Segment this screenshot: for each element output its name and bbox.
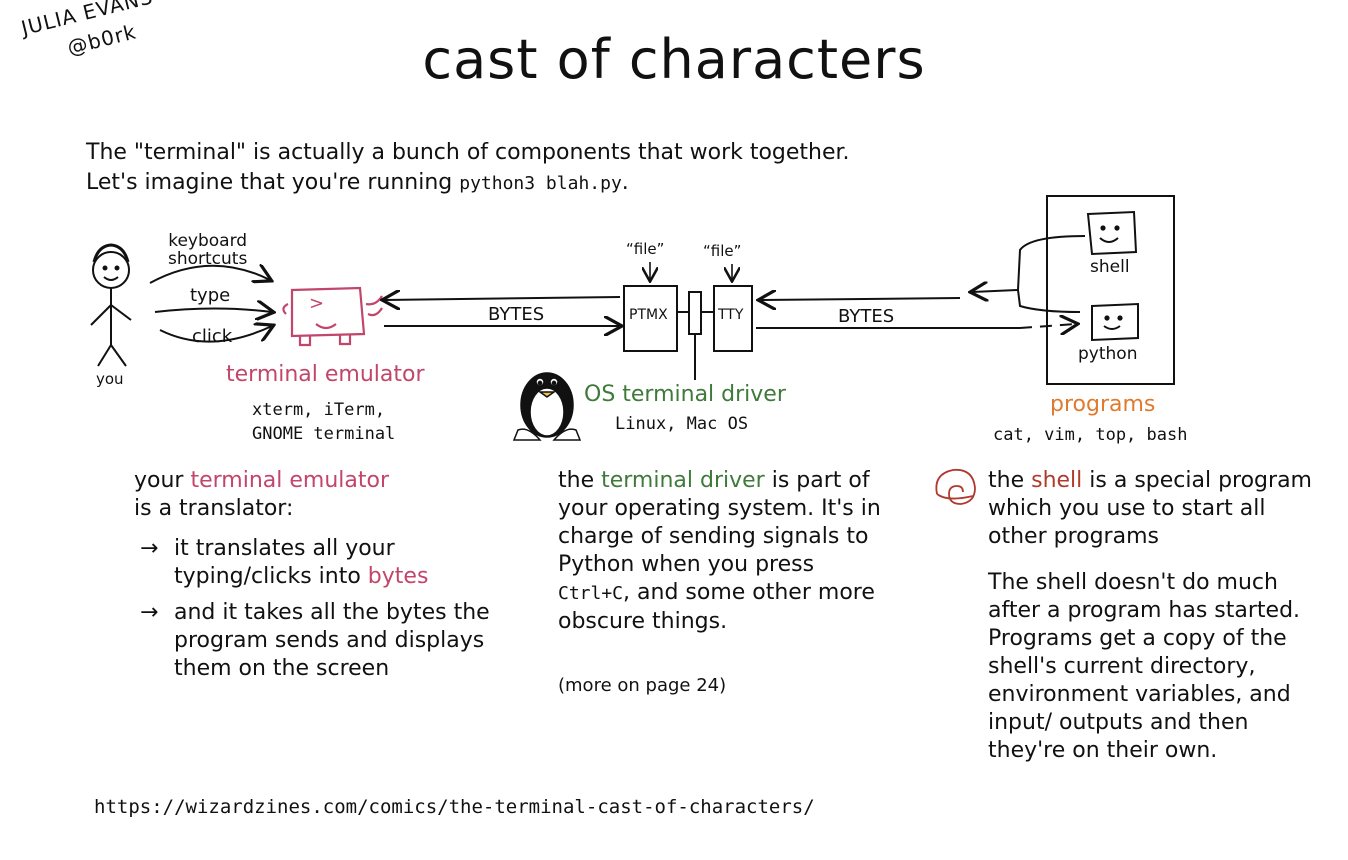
col2-the: the — [558, 468, 602, 493]
type-label: type — [190, 285, 231, 306]
source-url: https://wizardzines.com/comics/the-termi… — [94, 796, 815, 818]
emulator-explanation-intro: your terminal emulator — [134, 467, 494, 495]
driver-programs-arrows — [756, 298, 1076, 328]
col3-body: is a special program which you use to st… — [988, 468, 1312, 549]
intro-text: The "terminal" is actually a bunch of co… — [86, 138, 850, 199]
intro-command: python3 blah.py — [459, 173, 622, 194]
programs-examples: cat, vim, top, bash — [993, 425, 1188, 445]
terminal-emulator-label: terminal emulator — [226, 362, 425, 387]
emulator-driver-arrows — [384, 297, 620, 326]
bytes-label-left: BYTES — [488, 304, 545, 325]
shell-explanation: the shell is a special program which you… — [988, 467, 1328, 765]
col2-end: , and some other more obscure things. — [558, 580, 875, 634]
col1-translator: is a translator: — [134, 496, 294, 521]
more-on-page-note: (more on page 24) — [558, 675, 727, 696]
col2-body: is part of your operating system. It's i… — [558, 468, 881, 577]
ctrl-c-code: Ctrl+C — [558, 583, 624, 604]
col1-bytes-term: bytes — [367, 564, 429, 589]
tty-label: TTY — [718, 307, 744, 323]
shell-explanation-text: the shell is a special program which you… — [988, 467, 1328, 551]
python-label: python — [1078, 344, 1138, 364]
page-title: cast of characters — [422, 28, 926, 91]
emulator-examples-2: GNOME terminal — [252, 424, 396, 444]
col1-emulator-term: terminal emulator — [190, 468, 389, 493]
os-terminal-driver-label: OS terminal driver — [584, 382, 786, 407]
file-arrows — [650, 262, 732, 280]
driver-explanation: the terminal driver is part of your oper… — [558, 467, 888, 700]
emulator-examples-1: xterm, iTerm, — [252, 400, 386, 420]
programs-box — [972, 195, 1175, 385]
intro-line-2: Let's imagine that you're running python… — [86, 168, 850, 199]
arrow-icon: → — [140, 600, 159, 625]
emulator-explanation: your terminal emulator is a translator: … — [134, 467, 494, 683]
emulator-bullet-1: → it translates all your typing/clicks i… — [134, 535, 494, 591]
prompt-glyph: > — [309, 293, 325, 314]
shell-label: shell — [1090, 257, 1130, 277]
programs-label: programs — [1050, 392, 1156, 417]
keyboard-shortcuts-label: keyboard shortcuts — [168, 232, 247, 268]
col3-the: the — [988, 468, 1032, 493]
stick-figure-icon — [90, 243, 132, 367]
keyboard-label: keyboard — [168, 231, 248, 251]
intro-line-2-prefix: Let's imagine that you're running — [86, 170, 460, 195]
arrow-icon: → — [140, 536, 159, 561]
file-label-ptmx: “file” — [626, 240, 665, 258]
penguin-icon — [512, 372, 582, 441]
you-label: you — [96, 370, 124, 388]
terminal-emulator-icon — [282, 286, 383, 347]
emulator-bullet-1-text: it translates all your typing/clicks int… — [174, 535, 494, 591]
col3-shell-term: shell — [1031, 468, 1083, 493]
shell-details: The shell doesn't do much after a progra… — [988, 570, 1301, 763]
col1-bullet-1-a: it translates all your typing/clicks int… — [174, 536, 395, 589]
terminal-emulator-examples: xterm, iTerm, GNOME terminal — [252, 398, 395, 446]
col2-driver-term: terminal driver — [601, 468, 765, 493]
file-label-tty: “file” — [703, 242, 742, 260]
col1-your: your — [134, 468, 191, 493]
intro-line-2-suffix: . — [621, 170, 629, 195]
emulator-bullet-2-text: and it takes all the bytes the program s… — [174, 600, 490, 681]
ptmx-label: PTMX — [629, 307, 668, 323]
bytes-label-right: BYTES — [838, 306, 895, 327]
driver-explanation-text: the terminal driver is part of your oper… — [558, 467, 888, 636]
intro-line-1: The "terminal" is actually a bunch of co… — [86, 140, 850, 165]
shell-spiral-icon — [935, 468, 976, 505]
input-arrows — [149, 266, 272, 343]
os-terminal-driver-examples: Linux, Mac OS — [615, 414, 749, 434]
shortcuts-label: shortcuts — [168, 249, 248, 269]
driver-boxes — [623, 285, 753, 380]
emulator-bullet-2: → and it takes all the bytes the program… — [134, 599, 494, 683]
click-label: click — [192, 326, 233, 347]
